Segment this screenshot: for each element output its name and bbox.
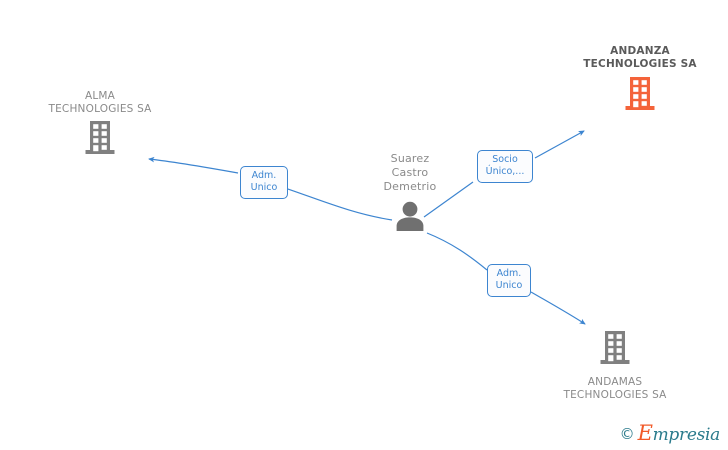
building-icon — [545, 330, 685, 372]
edge-label-socio-unico-andanza[interactable]: Socio Único,... — [477, 150, 533, 183]
brand-initial: E — [637, 421, 653, 445]
node-andamas-caption: ANDAMAS TECHNOLOGIES SA — [563, 376, 667, 401]
edge-arrow-alma — [148, 156, 239, 174]
node-andanza[interactable]: ANDANZA TECHNOLOGIES SA — [560, 45, 720, 118]
edge-line-andanza — [423, 181, 474, 218]
copyright-icon: © — [619, 424, 635, 443]
node-andanza-caption: ANDANZA TECHNOLOGIES SA — [583, 45, 697, 70]
building-icon — [30, 116, 170, 162]
brand-name: Empresia — [637, 421, 721, 445]
node-andamas[interactable]: ANDAMAS TECHNOLOGIES SA — [545, 330, 685, 402]
brand-rest: mpresia — [652, 425, 721, 445]
node-person[interactable]: Suarez Castro Demetrio — [345, 152, 475, 236]
node-alma[interactable]: ALMA TECHNOLOGIES SA — [30, 90, 170, 162]
building-icon — [560, 71, 720, 118]
person-icon — [345, 194, 475, 236]
edge-arrow-andamas — [530, 291, 586, 325]
edge-label-adm-unico-alma[interactable]: Adm. Unico — [240, 166, 288, 199]
edge-line-andamas — [426, 232, 488, 271]
empresia-watermark: © Empresia — [619, 421, 721, 445]
node-alma-caption: ALMA TECHNOLOGIES SA — [48, 90, 152, 115]
edge-arrow-andanza — [534, 130, 585, 159]
edge-label-adm-unico-andamas[interactable]: Adm. Unico — [487, 264, 531, 297]
node-person-caption: Suarez Castro Demetrio — [383, 152, 437, 193]
